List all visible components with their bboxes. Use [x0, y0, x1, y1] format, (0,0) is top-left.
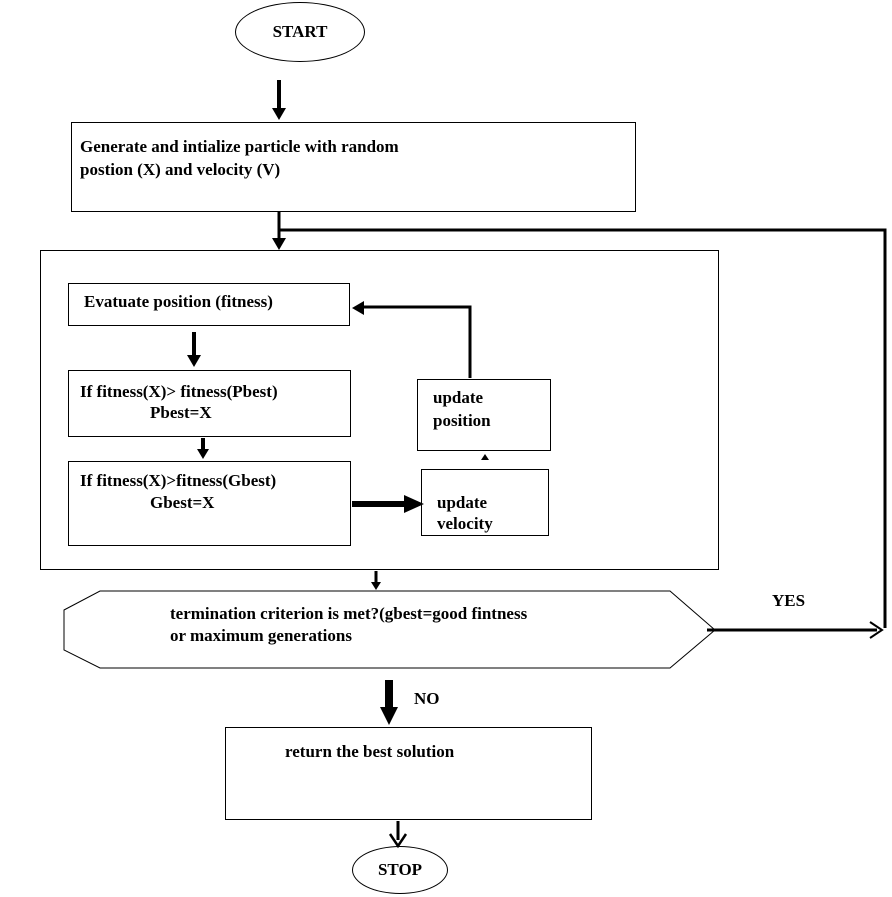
- arrowhead-velocity-to-position: [481, 454, 489, 460]
- yes-loop-line: [279, 228, 887, 628]
- update-velocity-line-1: update: [437, 493, 488, 512]
- update-position-box: [417, 379, 551, 451]
- yes-arrowhead: [869, 621, 884, 639]
- return-best-label: return the best solution: [285, 742, 455, 761]
- arrowhead-init-to-loop: [272, 238, 286, 250]
- init-line-1: Generate and intialize particle with ran…: [80, 137, 399, 156]
- init-particles-box: [71, 122, 636, 212]
- update-velocity-line-2: velocity: [437, 514, 493, 533]
- start-terminal: START: [235, 2, 365, 62]
- arrowhead-no: [380, 707, 398, 725]
- gbest-line-1: If fitness(X)>fitness(Gbest): [80, 471, 277, 490]
- init-line-2: postion (X) and velocity (V): [80, 160, 281, 179]
- no-label: NO: [414, 689, 440, 708]
- iteration-loop-container: [40, 250, 719, 570]
- yes-label: YES: [772, 591, 806, 610]
- termination-decision-shape: [63, 590, 716, 669]
- evaluate-fitness-box: [68, 283, 350, 326]
- termination-line-1: termination criterion is met?(gbest=good…: [170, 604, 528, 623]
- pbest-line-1: If fitness(X)> fitness(Pbest): [80, 382, 278, 401]
- start-label: START: [272, 22, 328, 41]
- update-position-line-1: update: [433, 388, 484, 407]
- arrowhead-loop-to-termination: [371, 582, 381, 590]
- arrowhead-gbest-to-velocity: [404, 495, 424, 513]
- gbest-line-2: Gbest=X: [150, 493, 215, 512]
- update-position-line-2: position: [433, 411, 491, 430]
- gbest-check-box: [68, 461, 351, 546]
- evaluate-label: Evatuate position (fitness): [84, 292, 273, 311]
- arrowhead-start-to-init: [272, 108, 286, 120]
- pbest-check-box: [68, 370, 351, 437]
- update-velocity-box: [421, 469, 549, 536]
- stop-terminal: STOP: [352, 846, 448, 894]
- arrowhead-to-evaluate: [352, 301, 364, 315]
- return-best-box: [225, 727, 592, 820]
- stop-label: STOP: [377, 860, 423, 879]
- arrowhead-pbest-to-gbest: [197, 449, 209, 459]
- arrow-update-position-to-evaluate: [360, 305, 472, 378]
- pbest-line-2: Pbest=X: [150, 403, 212, 422]
- termination-line-2: or maximum generations: [170, 626, 352, 645]
- arrowhead-evaluate-to-pbest: [187, 355, 201, 367]
